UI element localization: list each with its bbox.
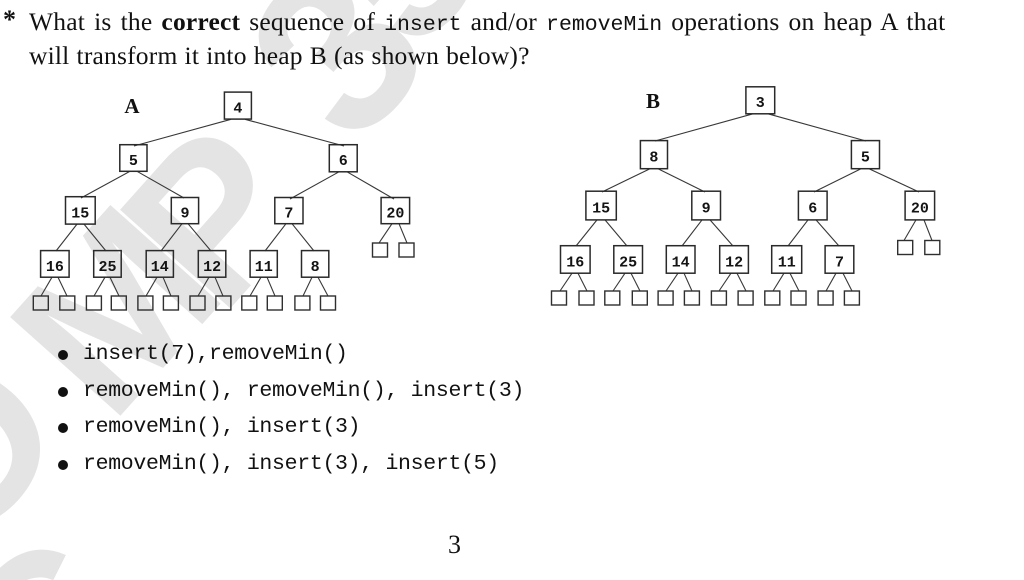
- svg-text:5: 5: [861, 150, 870, 167]
- svg-text:12: 12: [725, 254, 743, 271]
- svg-text:6: 6: [808, 200, 817, 217]
- svg-text:8: 8: [649, 150, 658, 167]
- svg-text:16: 16: [46, 259, 64, 276]
- svg-text:9: 9: [702, 200, 711, 217]
- svg-text:15: 15: [592, 200, 610, 217]
- svg-text:15: 15: [71, 205, 89, 222]
- svg-text:5: 5: [129, 153, 138, 170]
- svg-text:25: 25: [619, 254, 637, 271]
- svg-text:20: 20: [911, 200, 929, 217]
- svg-text:25: 25: [98, 259, 116, 276]
- svg-text:14: 14: [672, 254, 690, 271]
- svg-text:9: 9: [180, 206, 189, 223]
- svg-text:12: 12: [203, 259, 221, 276]
- svg-text:7: 7: [284, 206, 293, 223]
- svg-text:8: 8: [311, 259, 320, 276]
- svg-text:11: 11: [778, 254, 796, 271]
- svg-text:20: 20: [386, 206, 404, 223]
- svg-text:B: B: [646, 89, 660, 113]
- svg-text:11: 11: [255, 259, 273, 276]
- svg-text:16: 16: [566, 254, 584, 271]
- svg-text:4: 4: [233, 101, 242, 118]
- svg-text:14: 14: [151, 259, 169, 276]
- svg-text:3: 3: [756, 95, 765, 112]
- svg-text:7: 7: [835, 254, 844, 271]
- svg-text:A: A: [124, 94, 140, 118]
- svg-text:6: 6: [339, 153, 348, 170]
